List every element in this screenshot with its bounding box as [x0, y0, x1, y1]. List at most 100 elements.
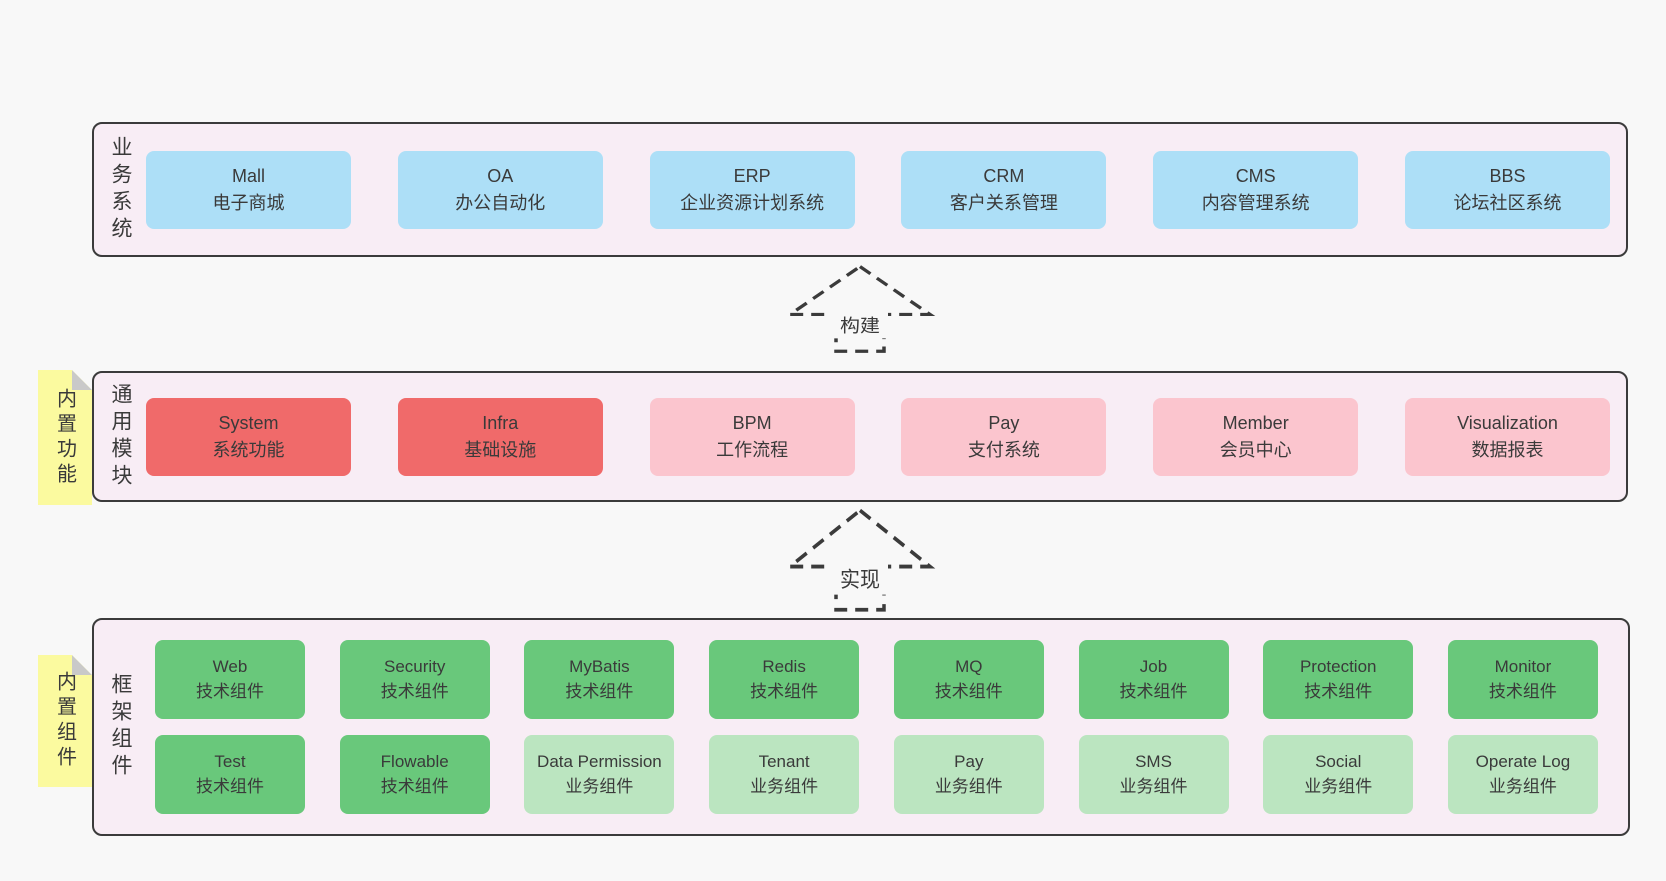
box-bpm: BPM 工作流程	[649, 397, 855, 476]
box-title: Visualization	[1457, 413, 1558, 434]
box-title: Redis	[762, 656, 806, 676]
box-subtitle: 电子商城	[212, 192, 285, 213]
band-side-label: 业务系统	[109, 135, 132, 244]
box-redis: Redis 技术组件	[709, 640, 860, 719]
box-subtitle: 论坛社区系统	[1453, 192, 1562, 213]
band-side-label: 框架组件	[109, 673, 132, 781]
box-crm: CRM 客户关系管理	[901, 150, 1107, 229]
box-title: Flowable	[380, 751, 449, 771]
arrow-label-backing	[832, 310, 888, 339]
box-subtitle: 技术组件	[1488, 681, 1557, 701]
box-title: System	[218, 413, 279, 434]
box-title: BBS	[1489, 166, 1526, 187]
box-system: System 系统功能	[146, 397, 351, 476]
box-subtitle: 技术组件	[1304, 681, 1373, 701]
box-subtitle: 企业资源计划系统	[680, 192, 825, 213]
box-title: Protection	[1299, 656, 1377, 676]
up-arrow-outline	[784, 508, 936, 612]
box-title: MyBatis	[569, 656, 630, 676]
box-title: Operate Log	[1475, 751, 1571, 771]
box-subtitle: 业务组件	[750, 776, 819, 796]
box-title: OA	[487, 166, 514, 187]
box-title: Test	[214, 751, 246, 771]
box-subtitle: 技术组件	[565, 681, 634, 701]
box-test: Test 技术组件	[155, 735, 305, 814]
box-mall: Mall 电子商城	[146, 150, 351, 229]
box-bbs: BBS 论坛社区系统	[1404, 150, 1610, 229]
box-title: MQ	[955, 656, 983, 676]
box-cms: CMS 内容管理系统	[1153, 150, 1359, 229]
box-title: Web	[212, 656, 248, 676]
folded-corner-icon	[72, 655, 92, 675]
box-title: Mall	[231, 166, 265, 187]
box-title: Job	[1139, 656, 1168, 676]
box-subtitle: 业务组件	[1488, 776, 1557, 796]
box-tenant: Tenant 业务组件	[709, 735, 860, 814]
box-subtitle: 数据报表	[1471, 439, 1544, 460]
box-title: Infra	[482, 413, 519, 434]
box-sms: SMS 业务组件	[1078, 735, 1229, 814]
arrow-label: 构建	[840, 316, 880, 337]
box-subtitle: 技术组件	[380, 681, 449, 701]
box-subtitle: 工作流程	[716, 439, 789, 460]
box-subtitle: 系统功能	[212, 439, 285, 460]
box-subtitle: 技术组件	[1119, 681, 1188, 701]
box-operate-log: Operate Log 业务组件	[1447, 735, 1598, 814]
sticky-note-text: 内置功能	[53, 387, 76, 488]
band-business-systems: 业务系统 Mall 电子商城 OA 办公自动化 ERP 企业资源计划系统 CRM 客户关系管理…	[92, 122, 1628, 257]
box-monitor: Monitor 技术组件	[1447, 640, 1598, 719]
implement-arrow-icon: 实现	[784, 508, 936, 612]
box-subtitle: 会员中心	[1219, 439, 1292, 460]
box-subtitle: 业务组件	[1304, 776, 1373, 796]
box-title: CRM	[983, 166, 1025, 187]
box-subtitle: 业务组件	[565, 776, 634, 796]
box-subtitle: 办公自动化	[455, 192, 546, 213]
sticky-note-text: 内置组件	[53, 671, 76, 771]
box-title: Social	[1315, 751, 1362, 771]
box-title: Pay	[988, 413, 1020, 434]
box-subtitle: 技术组件	[196, 776, 264, 796]
box-erp: ERP 企业资源计划系统	[649, 150, 855, 229]
band-side-label: 通用模块	[109, 382, 132, 491]
folded-corner-icon	[72, 370, 92, 390]
box-title: BPM	[732, 413, 772, 434]
box-job: Job 技术组件	[1078, 640, 1229, 719]
box-subtitle: 业务组件	[1119, 776, 1188, 796]
box-flowable: Flowable 技术组件	[339, 735, 490, 814]
box-title: Tenant	[758, 751, 810, 771]
box-title: CMS	[1235, 166, 1276, 187]
box-visualization: Visualization 数据报表	[1404, 397, 1610, 476]
box-title: Security	[383, 656, 446, 676]
sticky-note-built-in-components: 内置组件	[38, 655, 92, 787]
arrow-label-backing	[832, 562, 888, 595]
box-subtitle: 技术组件	[750, 681, 819, 701]
sticky-note-built-in-features: 内置功能	[38, 370, 92, 505]
box-subtitle: 内容管理系统	[1201, 192, 1310, 213]
box-row: Mall 电子商城 OA 办公自动化 ERP 企业资源计划系统 CRM 客户关系管理 CMS 内容…	[146, 150, 1610, 229]
band-boxes: Mall 电子商城 OA 办公自动化 ERP 企业资源计划系统 CRM 客户关系管理 CMS 内容…	[146, 124, 1610, 255]
box-infra: Infra 基础设施	[397, 397, 603, 476]
box-title: Monitor	[1494, 656, 1552, 676]
box-title: ERP	[733, 166, 771, 187]
arrow-label: 实现	[840, 568, 880, 592]
box-security: Security 技术组件	[339, 640, 490, 719]
box-subtitle: 业务组件	[934, 776, 1003, 796]
box-subtitle: 基础设施	[464, 439, 537, 460]
box-title: SMS	[1135, 751, 1172, 771]
up-arrow-outline	[784, 264, 936, 353]
box-mybatis: MyBatis 技术组件	[524, 640, 675, 719]
box-subtitle: 客户关系管理	[949, 192, 1058, 213]
box-social: Social 业务组件	[1263, 735, 1414, 814]
box-subtitle: 技术组件	[380, 776, 449, 796]
